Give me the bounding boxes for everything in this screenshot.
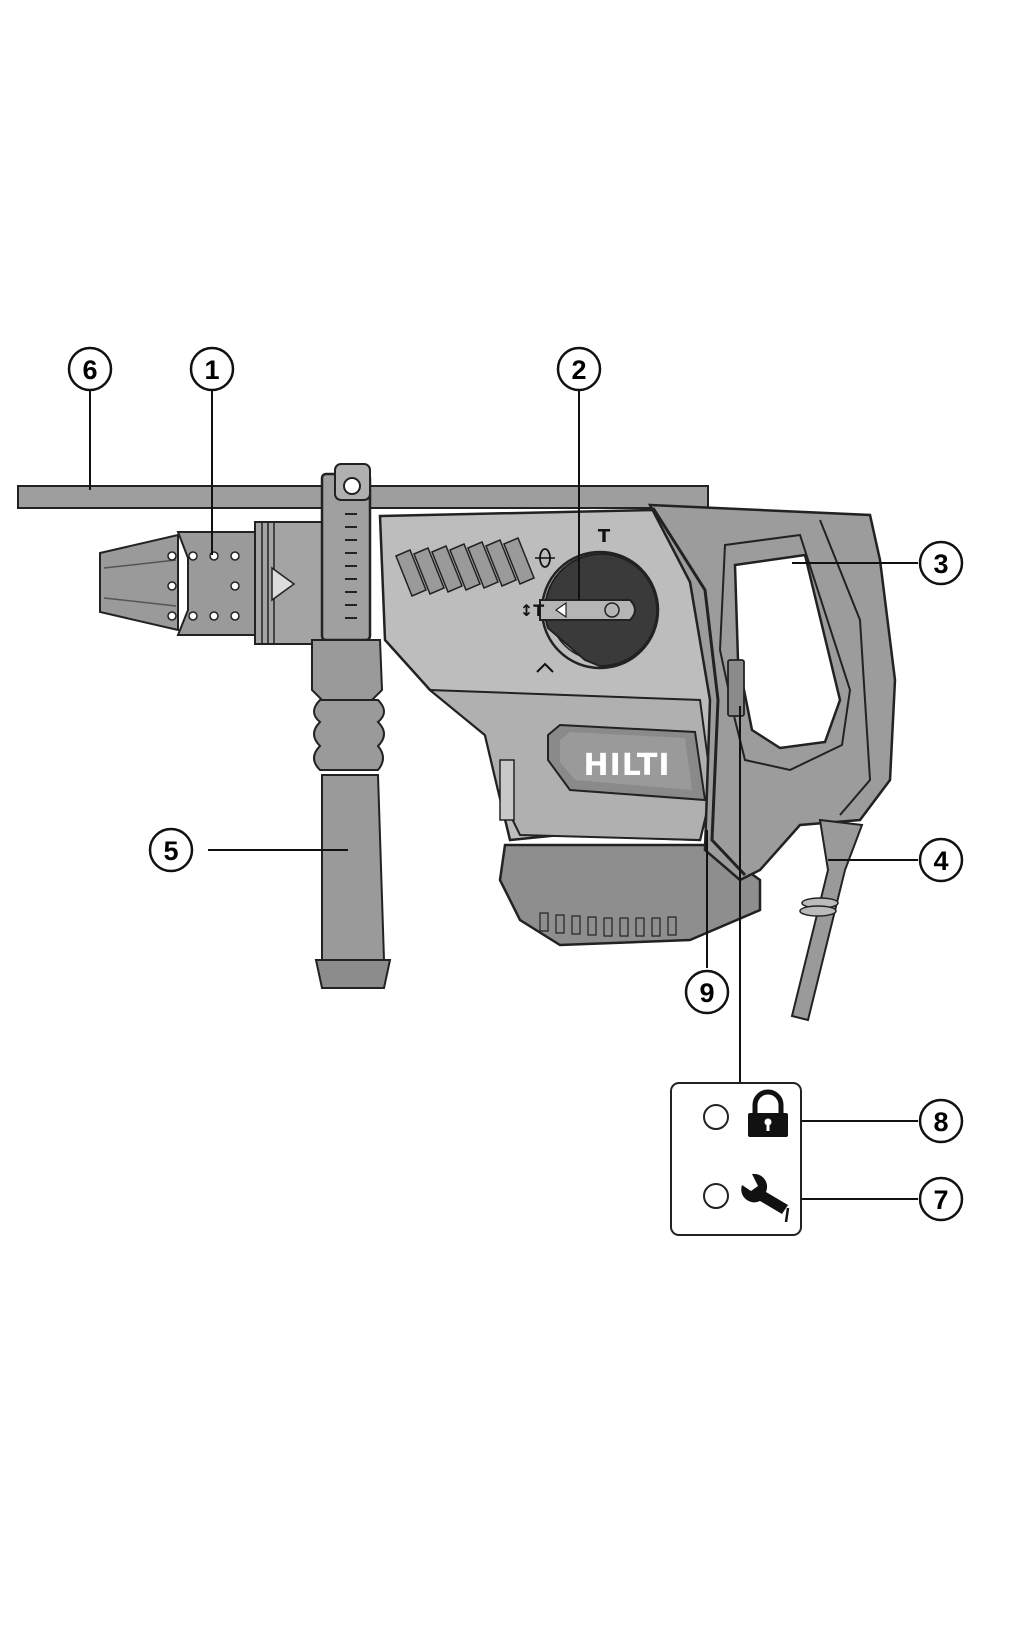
callout-8: 8 <box>918 1098 964 1144</box>
svg-text:3: 3 <box>933 549 948 579</box>
callout-9: 9 <box>684 969 730 1015</box>
callout-5: 5 <box>148 827 194 873</box>
side-handle <box>311 463 392 989</box>
callout-2: 2 <box>556 346 602 392</box>
svg-text:5: 5 <box>163 836 178 866</box>
indicator-panel <box>670 1082 802 1236</box>
callout-3: 3 <box>918 540 964 586</box>
svg-text:6: 6 <box>82 355 97 385</box>
brand-logo: HILTI <box>583 748 670 783</box>
svg-text:1: 1 <box>204 355 219 385</box>
dial-top-symbol: T <box>598 526 611 547</box>
svg-text:8: 8 <box>933 1107 948 1137</box>
service-indicator-lamp <box>703 1183 729 1209</box>
wrench-icon <box>741 1173 790 1223</box>
svg-text:2: 2 <box>571 355 586 385</box>
callout-4: 4 <box>918 837 964 883</box>
callout-7: 7 <box>918 1176 964 1222</box>
svg-text:9: 9 <box>699 978 714 1008</box>
air-vents <box>395 537 535 597</box>
callout-1: 1 <box>189 346 235 392</box>
lock-indicator-lamp <box>703 1104 729 1130</box>
chisel-symbol-icon <box>536 662 554 673</box>
power-cord <box>790 818 864 1022</box>
chuck <box>99 521 324 645</box>
rotation-symbol-icon <box>535 548 555 568</box>
svg-text:7: 7 <box>933 1185 948 1215</box>
leader-lines <box>89 384 918 1200</box>
padlock-icon <box>748 1089 788 1137</box>
brand-plate: HILTI <box>547 723 707 802</box>
main-grip <box>647 503 897 882</box>
svg-text:4: 4 <box>933 846 948 876</box>
dial-left-symbol: ↕T <box>520 601 544 620</box>
function-selector-switch: T ↕T <box>520 526 660 673</box>
callout-6: 6 <box>67 346 113 392</box>
